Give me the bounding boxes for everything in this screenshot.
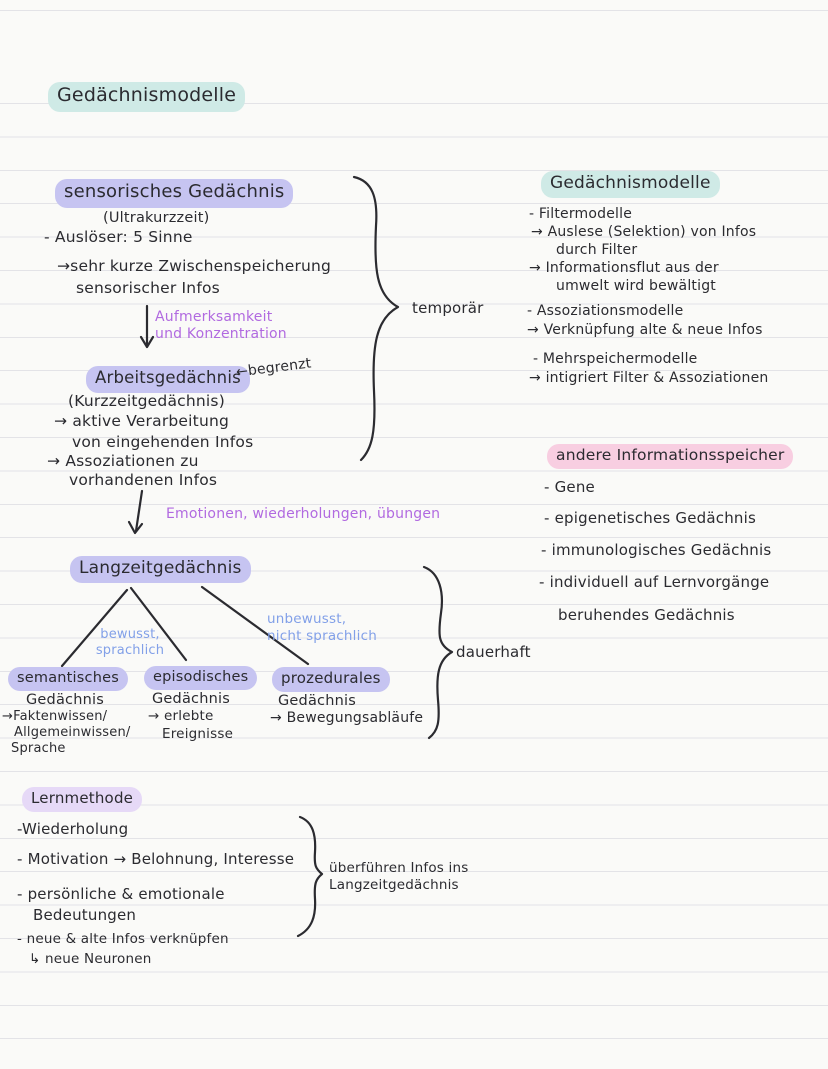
transfer-label-line: Langzeitgedächnis bbox=[329, 876, 459, 893]
methods-line: Bedeutungen bbox=[33, 906, 137, 924]
other-stores-line: - individuell auf Lernvorgänge bbox=[539, 573, 770, 591]
ruled-line-top bbox=[0, 10, 828, 11]
working-memory-subheading: (Kurzzeitgedächnis) bbox=[68, 392, 225, 410]
episodic-note-line: → erlebte bbox=[148, 708, 214, 724]
ruled-lines bbox=[0, 103, 828, 1069]
branch-label-line: bewusst, bbox=[100, 627, 160, 642]
episodic-memory-heading: episodisches bbox=[144, 666, 258, 691]
semantic-note-line: Allgemeinwissen/ bbox=[14, 725, 131, 740]
branch-label-line: sprachlich bbox=[95, 643, 165, 659]
sensory-note-line: sensorischer Infos bbox=[76, 279, 220, 297]
other-stores-line: beruhendes Gedächnis bbox=[558, 606, 735, 624]
models-line: → Informationsflut aus der bbox=[529, 260, 719, 276]
models-line: → Verknüpfung alte & neue Infos bbox=[527, 322, 763, 338]
models-line: - Mehrspeichermodelle bbox=[533, 351, 698, 367]
working-note-line: → Assoziationen zu bbox=[47, 452, 199, 470]
sensory-note-line: - Auslöser: 5 Sinne bbox=[44, 228, 193, 246]
procedural-memory-subheading: Gedächnis bbox=[278, 693, 356, 709]
brace-label-transfer: überführen Infos ins Langzeitgedächnis bbox=[329, 860, 468, 894]
semantic-memory-subheading: Gedächnis bbox=[26, 692, 104, 708]
other-stores-heading: andere Informationsspeicher bbox=[547, 444, 794, 470]
transition-note: Emotionen, wiederholungen, übungen bbox=[166, 506, 441, 522]
methods-line: - persönliche & emotionale bbox=[17, 885, 225, 903]
models-line: - Filtermodelle bbox=[529, 206, 633, 222]
branch-label-unconscious: unbewusst, nicht sprachlich bbox=[267, 611, 377, 645]
semantic-note-line: →Faktenwissen/ bbox=[2, 709, 108, 724]
branch-label-line: unbewusst, bbox=[267, 611, 347, 627]
methods-line: - Motivation → Belohnung, Interesse bbox=[17, 850, 295, 868]
longterm-memory-heading: Langzeitgedächnis bbox=[70, 556, 251, 584]
other-stores-line: - epigenetisches Gedächnis bbox=[544, 509, 757, 527]
methods-heading: Lernmethode bbox=[22, 787, 143, 812]
other-stores-line: - immunologisches Gedächnis bbox=[541, 541, 772, 559]
working-note-line: → aktive Verarbeitung bbox=[54, 412, 230, 430]
working-note-line: vorhandenen Infos bbox=[69, 471, 218, 489]
attention-note-line: und Konzentration bbox=[155, 326, 287, 342]
semantic-memory-heading: semantisches bbox=[8, 667, 128, 692]
methods-line: -Wiederholung bbox=[17, 820, 129, 838]
episodic-memory-subheading: Gedächnis bbox=[152, 691, 230, 707]
models-line: durch Filter bbox=[556, 242, 638, 258]
models-line: - Assoziationsmodelle bbox=[527, 303, 684, 319]
sensory-note-line: →sehr kurze Zwischenspeicherung bbox=[57, 257, 332, 275]
models-heading: Gedächnismodelle bbox=[541, 171, 720, 199]
branch-label-line: nicht sprachlich bbox=[267, 627, 377, 644]
branch-label-conscious: bewusst, sprachlich bbox=[90, 627, 170, 660]
sensory-memory-subheading: (Ultrakurzzeit) bbox=[103, 210, 210, 226]
models-line: umwelt wird bewältigt bbox=[556, 278, 716, 294]
page-title: Gedächnismodelle bbox=[48, 82, 246, 112]
methods-line: - neue & alte Infos verknüpfen bbox=[17, 931, 229, 947]
sensory-memory-heading: sensorisches Gedächnis bbox=[55, 179, 294, 208]
procedural-memory-heading: prozedurales bbox=[272, 667, 390, 692]
transfer-label-line: überführen Infos ins bbox=[329, 860, 469, 876]
methods-line: ↳ neue Neuronen bbox=[29, 951, 152, 967]
working-memory-heading: Arbeitsgedächnis bbox=[86, 366, 250, 393]
models-line: → Auslese (Selektion) von Infos bbox=[531, 224, 757, 240]
working-note-line: von eingehenden Infos bbox=[72, 433, 254, 451]
episodic-note-line: Ereignisse bbox=[162, 726, 234, 742]
brace-label-temporary: temporär bbox=[412, 299, 484, 317]
other-stores-line: - Gene bbox=[544, 478, 595, 496]
semantic-note-line: Sprache bbox=[11, 741, 66, 756]
models-line: → intigriert Filter & Assoziationen bbox=[529, 370, 769, 386]
attention-note-line: Aufmerksamkeit bbox=[155, 309, 273, 325]
procedural-note-line: → Bewegungsabläufe bbox=[270, 710, 424, 726]
brace-label-permanent: dauerhaft bbox=[456, 643, 531, 661]
